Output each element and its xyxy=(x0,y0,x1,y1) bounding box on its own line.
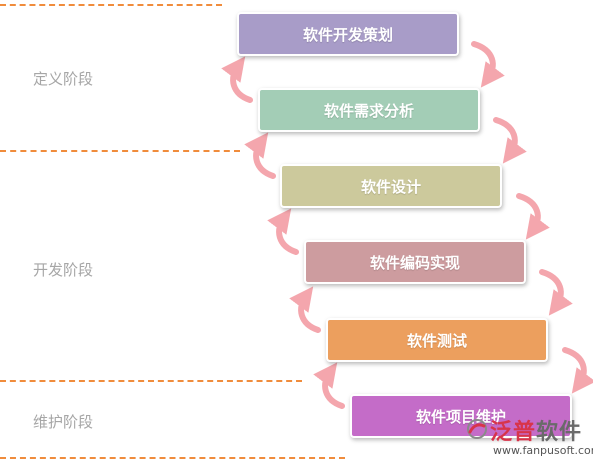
step-coding-implementation: 软件编码实现 xyxy=(304,240,526,284)
step-software-testing: 软件测试 xyxy=(326,318,548,362)
arrow-forward-4 xyxy=(539,269,573,316)
phase-divider-develop-maintain xyxy=(0,380,302,382)
arrow-forward-1 xyxy=(471,41,505,88)
brand-suffix: 软件 xyxy=(536,420,583,445)
phase-divider-bottom xyxy=(0,457,345,459)
step-project-maintenance: 软件项目维护 xyxy=(350,394,572,438)
phase-label-define: 定义阶段 xyxy=(33,70,94,88)
phase-divider-top xyxy=(0,4,222,6)
brand-url: www.fanpusoft.com xyxy=(493,444,593,457)
arrow-back-4 xyxy=(289,286,321,333)
brand-watermark: 泛普软件 xyxy=(490,414,582,446)
step-software-planning: 软件开发策划 xyxy=(237,12,459,56)
brand-prefix: 泛普 xyxy=(490,420,537,445)
step-software-design: 软件设计 xyxy=(280,164,502,208)
brand-logo-icon xyxy=(467,419,487,439)
phase-label-maintain: 维护阶段 xyxy=(33,413,94,431)
step-requirements-analysis: 软件需求分析 xyxy=(258,88,480,132)
arrow-back-1 xyxy=(221,56,253,103)
arrow-forward-5 xyxy=(562,347,593,394)
arrow-back-2 xyxy=(244,132,276,179)
arrow-forward-2 xyxy=(493,117,527,164)
arrow-back-3 xyxy=(267,208,299,255)
phase-label-develop: 开发阶段 xyxy=(33,261,94,279)
arrow-forward-3 xyxy=(516,193,550,240)
phase-divider-define-develop xyxy=(0,150,240,152)
arrow-back-5 xyxy=(313,362,345,409)
